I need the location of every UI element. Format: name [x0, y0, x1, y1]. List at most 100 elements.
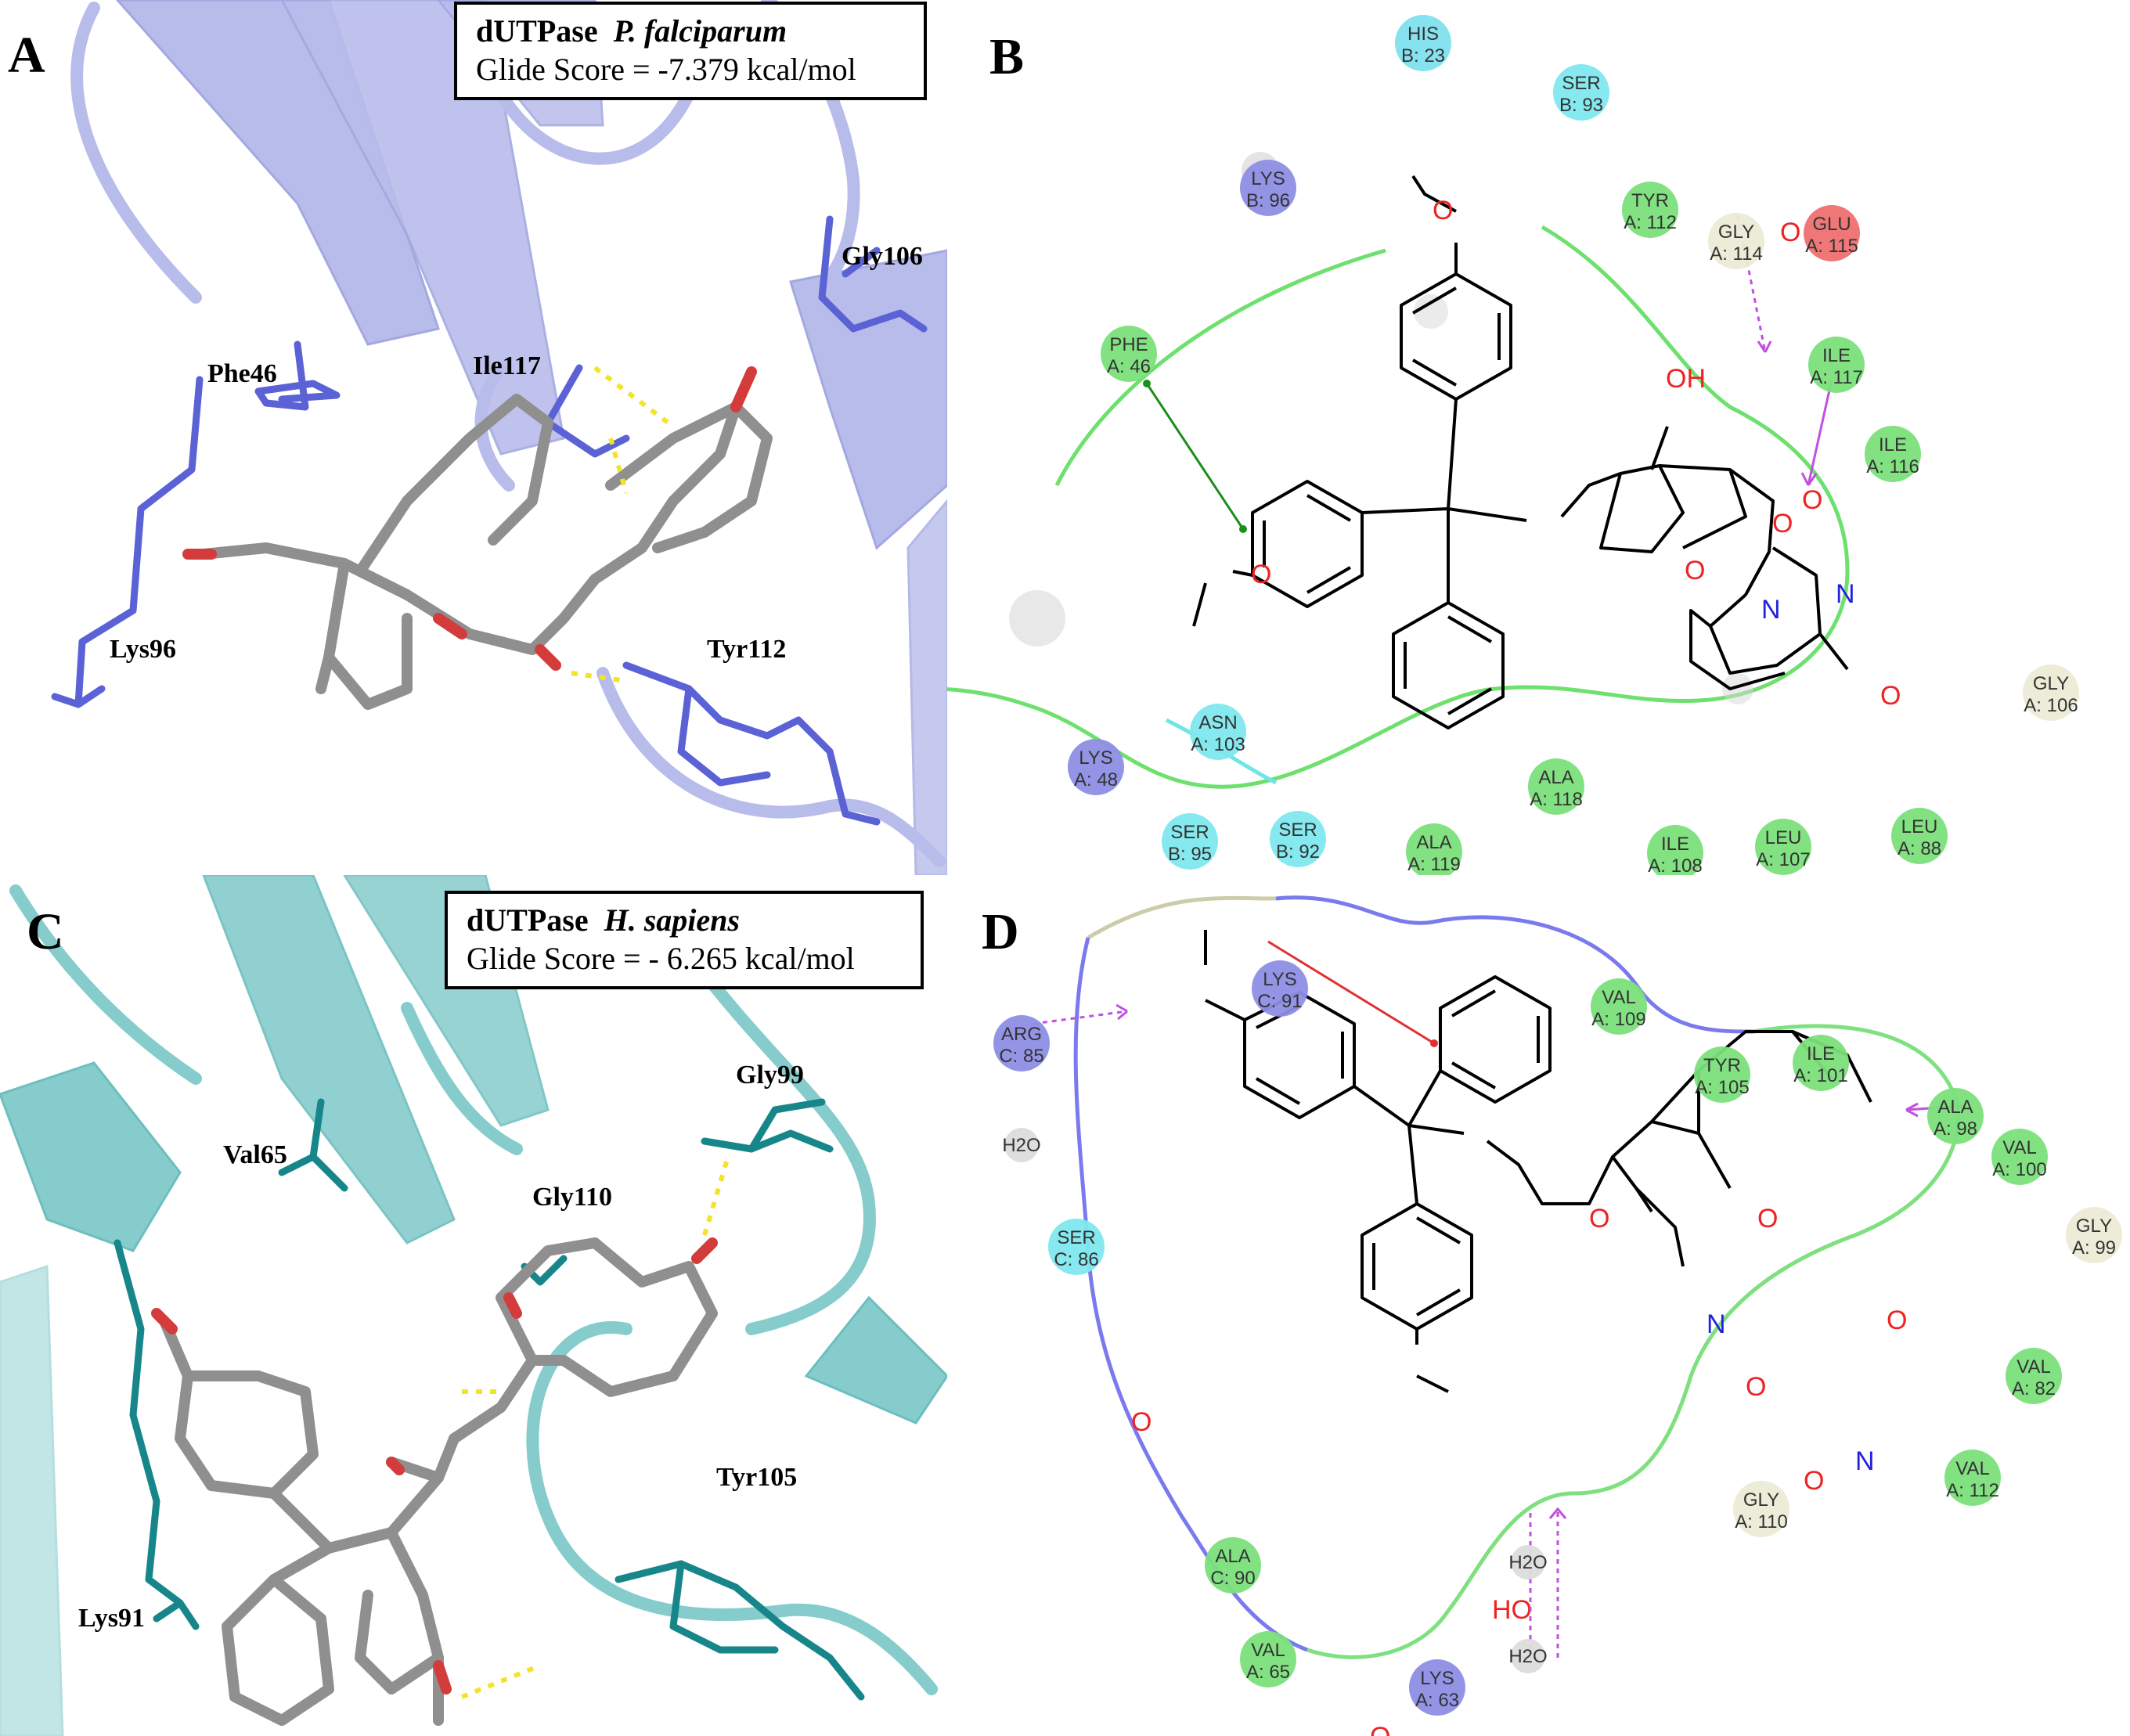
residue-id: A: 109 — [1591, 1009, 1645, 1030]
title-box-c: dUTPase H. sapiens Glide Score = - 6.265… — [445, 891, 924, 989]
residue-name: LYS — [1263, 969, 1297, 990]
residue-name: VAL — [1602, 987, 1636, 1008]
residue-id: A: 46 — [1107, 356, 1151, 377]
residue-name: ALA — [1215, 1546, 1250, 1567]
residue-name: ILE — [1879, 434, 1907, 456]
residue-id: C: 86 — [1054, 1249, 1098, 1270]
residue-id: A: 112 — [1946, 1480, 1999, 1501]
residue-id: A: 105 — [1695, 1077, 1749, 1098]
residue-id: A: 115 — [1805, 236, 1858, 257]
residue-name: PHE — [1109, 334, 1148, 355]
residue-node: H2O — [1508, 1639, 1548, 1673]
residue-id: A: 100 — [1992, 1159, 2046, 1180]
residue-id: A: 63 — [1415, 1690, 1459, 1711]
residue-name: H2O — [1002, 1135, 1040, 1156]
residue-name: VAL — [2016, 1356, 2051, 1378]
residue-node: H2O — [1508, 1545, 1548, 1579]
residue-id: A: 117 — [1810, 367, 1863, 388]
ligand-sticks — [198, 394, 773, 710]
residue-name: H2O — [1508, 1552, 1547, 1573]
residue-node: H2O — [1002, 1128, 1041, 1162]
panel-c-render: Val65 Gly99 Gly110 Lys91 Tyr105 — [0, 875, 947, 1736]
atom-o-carb: O — [1880, 681, 1901, 711]
ligand-sticks — [159, 1237, 718, 1726]
residue-id: B: 93 — [1559, 95, 1603, 116]
panel-d-diagram: HO O O O O N N O O O — [993, 895, 2122, 1736]
label-gly106: Gly106 — [842, 242, 923, 271]
title-a-score: Glide Score = -7.379 kcal/mol — [476, 52, 856, 87]
panel-a-render: Gly106 Phe46 Ile117 Lys96 Tyr112 — [51, 0, 947, 875]
atom-o-me1: O — [1780, 218, 1800, 247]
atom-n-im: N — [1855, 1446, 1875, 1476]
residue-name: ALA — [1538, 767, 1573, 788]
ligand-atoms: HO O O O O N N O O O — [1131, 1204, 1907, 1736]
residue-name: TYR — [1703, 1055, 1741, 1076]
residue-name: ILE — [1822, 345, 1851, 366]
residue-name: ALA — [1416, 832, 1451, 853]
residue-id: A: 110 — [1735, 1511, 1788, 1533]
residue-name: SER — [1170, 822, 1209, 843]
residue-id: A: 65 — [1246, 1662, 1290, 1683]
residue-name: HIS — [1407, 23, 1439, 45]
residue-name: ASN — [1198, 712, 1237, 733]
residue-id: A: 119 — [1407, 854, 1461, 875]
residue-id: A: 112 — [1624, 212, 1677, 233]
residue-name: VAL — [1251, 1640, 1285, 1661]
pocket-outline-right — [1306, 1024, 1960, 1659]
residue-id: A: 106 — [2024, 695, 2078, 716]
residue-id: C: 85 — [999, 1046, 1043, 1067]
panel-letter-c: C — [27, 903, 64, 960]
residue-id: C: 91 — [1257, 991, 1302, 1012]
residue-name: LYS — [1251, 168, 1285, 189]
residue-name: GLY — [1743, 1489, 1779, 1511]
residue-name: GLU — [1812, 214, 1851, 235]
atom-o-fur: O — [1589, 1204, 1609, 1234]
title-box-a: dUTPase P. falciparum Glide Score = -7.3… — [454, 2, 927, 100]
residue-name: TYR — [1631, 190, 1669, 211]
residue-name: GLY — [2076, 1216, 2112, 1237]
atom-o-carb: O — [1887, 1306, 1907, 1335]
atom-n-link: N — [1707, 1309, 1726, 1339]
residue-id: A: 108 — [1648, 855, 1702, 875]
residue-id: A: 101 — [1793, 1065, 1847, 1086]
residue-id: B: 96 — [1246, 190, 1290, 211]
residue-id: B: 92 — [1276, 841, 1320, 863]
atom-oh: OH — [1666, 364, 1706, 394]
label-gly110: Gly110 — [532, 1183, 612, 1212]
pocket-outline — [947, 225, 1850, 789]
atom-o-me2: O — [1251, 560, 1271, 589]
pocket-outline-left — [1073, 937, 1308, 1652]
residue-id: A: 88 — [1898, 838, 1941, 859]
title-c-score: Glide Score = - 6.265 kcal/mol — [467, 941, 855, 976]
atom-o-me1: O — [1131, 1407, 1151, 1437]
panel-letter-d: D — [982, 903, 1019, 960]
atom-ho: HO — [1492, 1595, 1532, 1625]
residue-id: C: 90 — [1210, 1568, 1255, 1589]
residue-id: B: 23 — [1401, 45, 1445, 67]
panel-d: HO O O O O N N O O O — [947, 875, 2130, 1736]
residue-name: ALA — [1937, 1097, 1973, 1118]
label-tyr112: Tyr112 — [707, 635, 786, 664]
pocket-outline — [1087, 895, 1277, 940]
residue-id: A: 114 — [1710, 243, 1763, 265]
title-a-organism: P. falciparum — [613, 13, 787, 49]
